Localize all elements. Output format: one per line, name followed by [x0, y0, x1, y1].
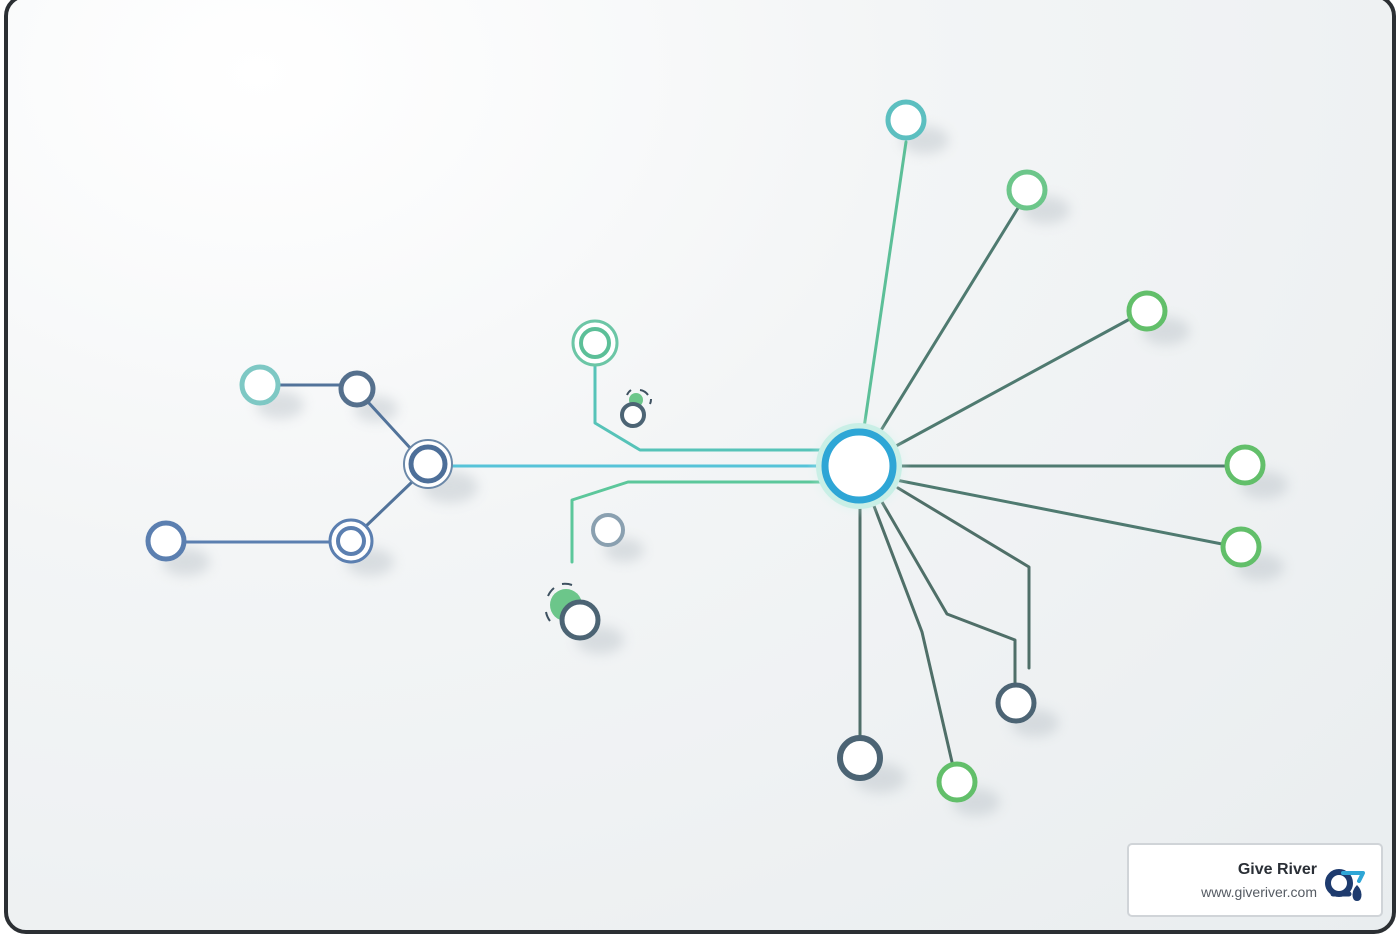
middle-nodes [545, 319, 652, 641]
node-mid-double-green[interactable] [571, 319, 619, 367]
brand-url[interactable]: www.giveriver.com [1201, 884, 1317, 900]
node-bottom-green[interactable] [936, 761, 978, 803]
connector-lines [184, 140, 1228, 764]
node-left-double[interactable] [328, 518, 374, 564]
node-lower-slate[interactable] [995, 682, 1037, 724]
node-top-teal[interactable] [885, 99, 927, 141]
node-upper-green-1[interactable] [1006, 169, 1048, 211]
node-right-green-1[interactable] [1224, 444, 1266, 486]
node-mid-lower[interactable] [545, 582, 601, 641]
node-mid-small[interactable] [620, 389, 652, 428]
node-left-teal[interactable] [239, 364, 281, 406]
node-mid-gray[interactable] [591, 513, 625, 547]
hub-node[interactable] [816, 423, 902, 509]
brand-name: Give River [1237, 861, 1317, 878]
node-right-green-2[interactable] [1220, 526, 1262, 568]
outer-nodes-right [837, 99, 1266, 803]
node-bottom-slate[interactable] [837, 735, 883, 781]
give-river-logo-icon [1325, 869, 1365, 901]
outer-nodes-left [145, 364, 453, 564]
node-left-navy[interactable] [338, 370, 376, 408]
brand-card[interactable]: Give River www.giveriver.com [1127, 843, 1383, 917]
node-left-junction[interactable] [403, 439, 453, 489]
node-left-blue[interactable] [145, 520, 187, 562]
node-upper-green-2[interactable] [1126, 290, 1168, 332]
node-shadows [162, 126, 1288, 816]
